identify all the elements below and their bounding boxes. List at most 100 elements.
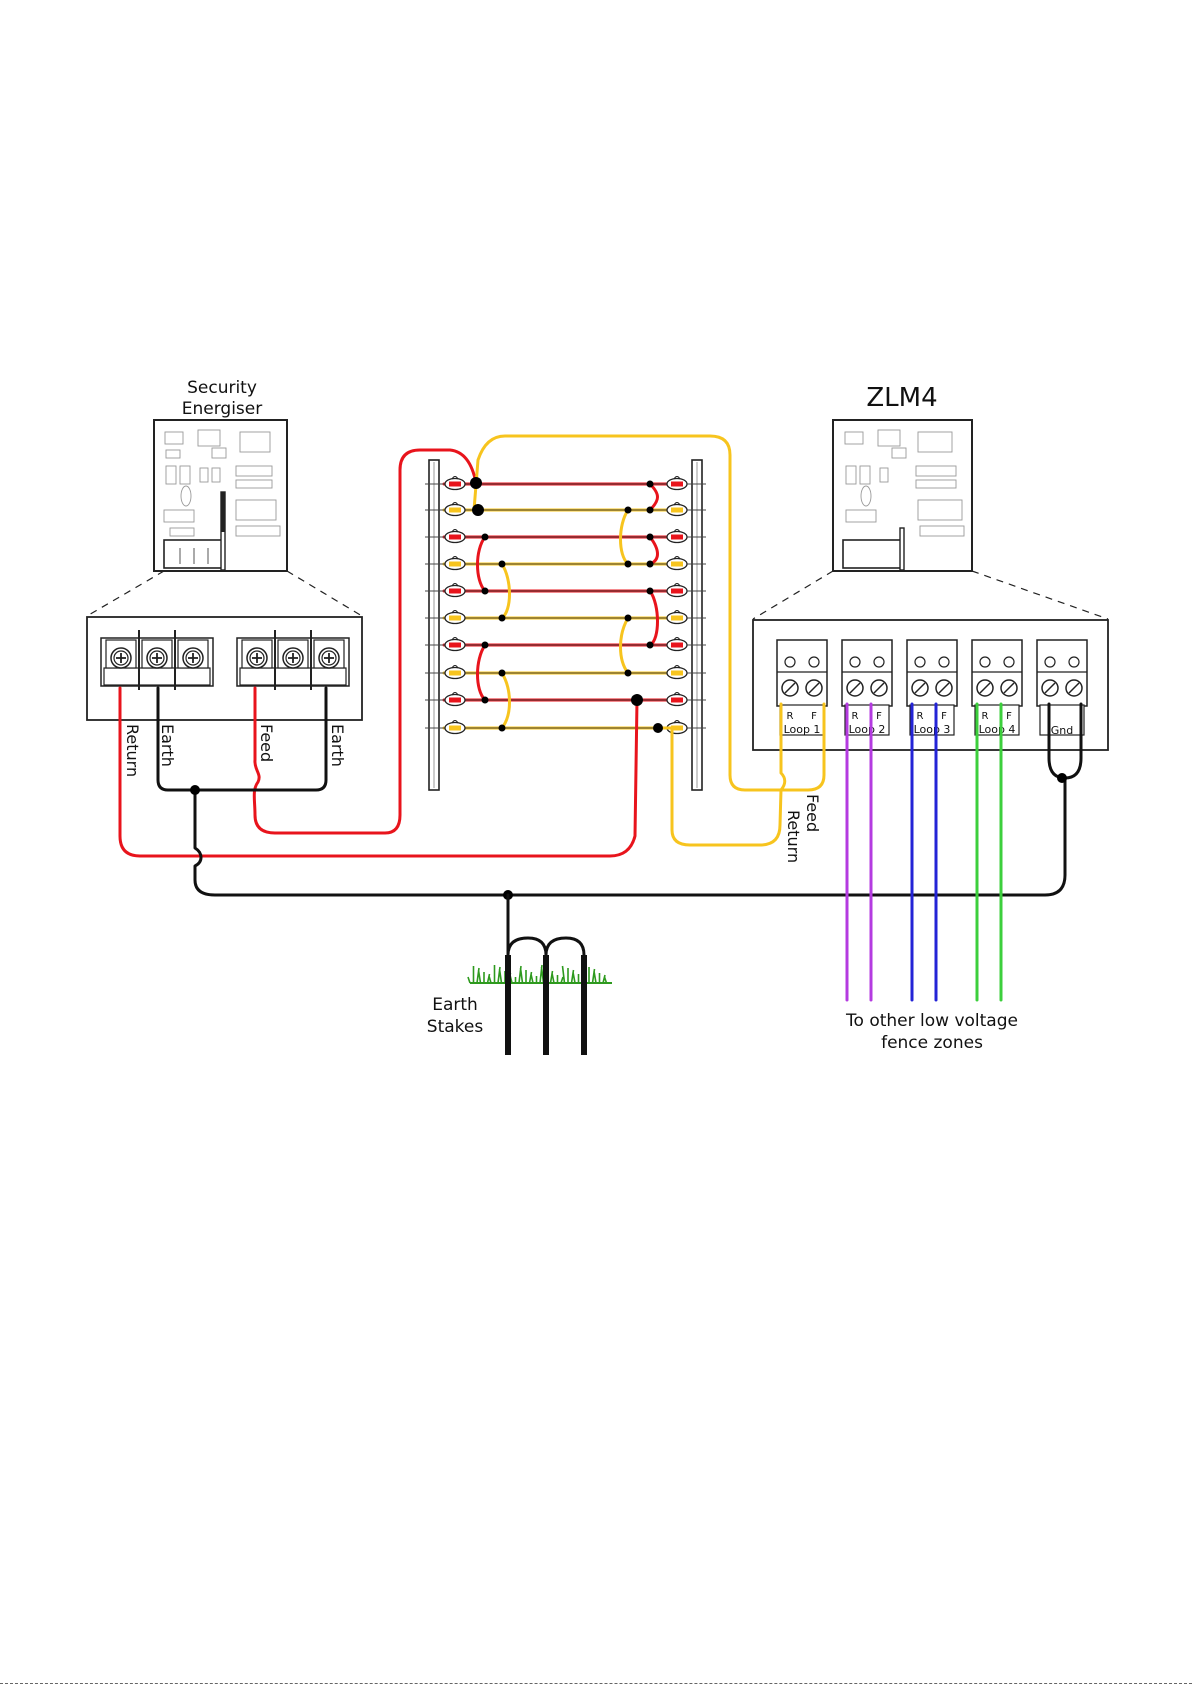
other-zones-line2: fence zones bbox=[881, 1033, 983, 1053]
junction-dot bbox=[647, 588, 654, 595]
earth-stakes-line2: Stakes bbox=[427, 1017, 484, 1037]
junction-dot bbox=[499, 725, 506, 732]
loop-label: Loop 4 bbox=[979, 723, 1016, 736]
other-zones-line1: To other low voltage bbox=[845, 1011, 1018, 1031]
fence-jumper bbox=[650, 537, 658, 564]
insulator-band bbox=[671, 589, 683, 594]
loop-label: Loop 3 bbox=[914, 723, 951, 736]
terminal-f-label: F bbox=[1006, 711, 1012, 722]
terminal-r-label: R bbox=[787, 711, 794, 722]
label-return: Return bbox=[123, 724, 142, 777]
zlm4-terminal-loop-1: R FLoop 1 bbox=[777, 640, 827, 736]
loop-label-feed: Feed bbox=[803, 794, 822, 832]
terminal-hole bbox=[809, 657, 819, 667]
terminal-r-label: R bbox=[982, 711, 989, 722]
terminal-block-base bbox=[104, 668, 210, 685]
terminal-hole bbox=[850, 657, 860, 667]
insulator-band bbox=[449, 589, 461, 594]
earth-stake-2 bbox=[543, 955, 549, 1055]
terminal-housing bbox=[907, 640, 957, 706]
junction-dot bbox=[499, 561, 506, 568]
junction-dot bbox=[625, 615, 632, 622]
insulator-band bbox=[671, 698, 683, 703]
insulator-band bbox=[671, 562, 683, 567]
zlm4-terminal-loop-2: RFLoop 2 bbox=[842, 640, 892, 736]
junction-dot bbox=[647, 642, 654, 649]
earth-stake-1 bbox=[505, 955, 511, 1055]
earth-stakes-line1: Earth bbox=[432, 995, 478, 1015]
terminal-r-label: R bbox=[852, 711, 859, 722]
insulator-band bbox=[671, 643, 683, 648]
junction-dot bbox=[482, 697, 489, 704]
loop-label-return: Return bbox=[784, 810, 803, 863]
terminal-hole bbox=[939, 657, 949, 667]
junction-dot bbox=[499, 615, 506, 622]
insulator-band bbox=[449, 671, 461, 676]
zlm4-antenna bbox=[900, 528, 904, 570]
fence bbox=[425, 460, 706, 790]
label-earth-2: Earth bbox=[328, 724, 347, 767]
label-earth-1: Earth bbox=[158, 724, 177, 767]
junction-dot bbox=[482, 642, 489, 649]
terminal-block-base bbox=[240, 668, 346, 685]
insulator-band bbox=[671, 671, 683, 676]
insulator-band bbox=[449, 535, 461, 540]
earth-stakes: Earth Stakes bbox=[427, 895, 612, 1055]
gnd-junction bbox=[1057, 773, 1067, 783]
junction-dot bbox=[647, 481, 654, 488]
terminal-r-label: R bbox=[917, 711, 924, 722]
fence-loop-junction bbox=[472, 504, 484, 516]
security-energiser: Security Energiser Return Earth Feed Ear… bbox=[87, 378, 362, 777]
stake-arc-wire bbox=[508, 938, 584, 955]
junction-dot bbox=[499, 670, 506, 677]
terminal-housing bbox=[842, 640, 892, 706]
energiser-title-line1: Security bbox=[187, 378, 257, 398]
zlm4-title: ZLM4 bbox=[866, 383, 937, 413]
junction-dot bbox=[647, 507, 654, 514]
loop-label: Loop 2 bbox=[849, 723, 886, 736]
junction-dot bbox=[482, 588, 489, 595]
insulator-band bbox=[449, 508, 461, 513]
insulator-band bbox=[449, 643, 461, 648]
junction-dot bbox=[625, 561, 632, 568]
fence-jumper bbox=[650, 484, 658, 510]
junction-dot bbox=[482, 534, 489, 541]
energiser-terminal-block-left bbox=[101, 630, 213, 690]
insulator-band bbox=[671, 616, 683, 621]
terminal-hole bbox=[1069, 657, 1079, 667]
terminal-hole bbox=[980, 657, 990, 667]
terminal-hole bbox=[915, 657, 925, 667]
terminal-hole bbox=[1004, 657, 1014, 667]
junction-dot bbox=[625, 670, 632, 677]
terminal-housing bbox=[1037, 640, 1087, 706]
insulator-band bbox=[671, 535, 683, 540]
terminal-f-label: F bbox=[811, 711, 817, 722]
terminal-housing bbox=[972, 640, 1022, 706]
fence-return-junction bbox=[631, 694, 643, 706]
energiser-title-line2: Energiser bbox=[182, 399, 262, 419]
terminal-hole bbox=[785, 657, 795, 667]
insulator-band bbox=[449, 482, 461, 487]
insulator-band bbox=[449, 562, 461, 567]
terminal-housing bbox=[777, 640, 827, 706]
insulator-band bbox=[449, 726, 461, 731]
fence-yellow-return-junction bbox=[653, 723, 663, 733]
terminal-hole bbox=[1045, 657, 1055, 667]
junction-dot bbox=[625, 507, 632, 514]
insulator-band bbox=[449, 698, 461, 703]
earth-junction bbox=[190, 785, 200, 795]
junction-dot bbox=[647, 561, 654, 568]
insulator-band bbox=[671, 482, 683, 487]
insulator-band bbox=[671, 508, 683, 513]
junction-dot bbox=[647, 534, 654, 541]
loop-label: Loop 1 bbox=[784, 723, 821, 736]
fence-feed-junction bbox=[470, 477, 482, 489]
label-feed: Feed bbox=[257, 724, 276, 762]
zlm4-terminal-strip bbox=[843, 540, 903, 568]
insulator-band bbox=[449, 616, 461, 621]
energiser-terminal-block-right bbox=[237, 630, 349, 690]
zlm4-terminal-loop-3: RFLoop 3 bbox=[907, 640, 957, 736]
